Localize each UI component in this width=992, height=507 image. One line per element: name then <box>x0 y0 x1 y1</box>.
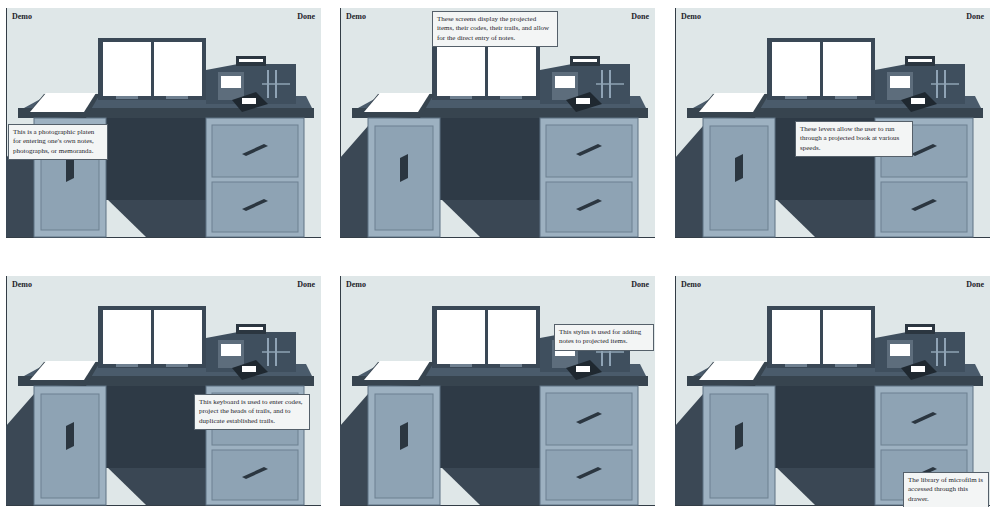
demo-label: Demo <box>12 280 32 289</box>
callout-text: The library of microfilm is accessed thr… <box>908 476 984 504</box>
demo-label: Demo <box>346 280 366 289</box>
callout-text: This stylus is used for adding notes to … <box>559 328 649 347</box>
done-label: Done <box>297 12 315 21</box>
callout-box: The library of microfilm is accessed thr… <box>903 472 989 507</box>
callout-box: These screens display the projected item… <box>432 11 558 47</box>
callout-box: These levers allow the user to run throu… <box>795 121 913 157</box>
callout-box: This keyboard is used to enter codes, pr… <box>194 394 310 430</box>
done-label: Done <box>966 12 984 21</box>
demo-label: Demo <box>681 280 701 289</box>
callout-text: These screens display the projected item… <box>437 15 553 43</box>
done-label: Done <box>297 280 315 289</box>
done-label: Done <box>631 280 649 289</box>
demo-label: Demo <box>346 12 366 21</box>
done-label: Done <box>966 280 984 289</box>
demo-label: Demo <box>681 12 701 21</box>
callout-text: These levers allow the user to run throu… <box>800 125 908 153</box>
callout-text: This is a photographic platen for enteri… <box>13 128 103 156</box>
callout-text: This keyboard is used to enter codes, pr… <box>199 398 305 426</box>
callout-box: This stylus is used for adding notes to … <box>554 324 654 351</box>
done-label: Done <box>631 12 649 21</box>
callout-box: This is a photographic platen for enteri… <box>8 124 108 160</box>
demo-label: Demo <box>12 12 32 21</box>
